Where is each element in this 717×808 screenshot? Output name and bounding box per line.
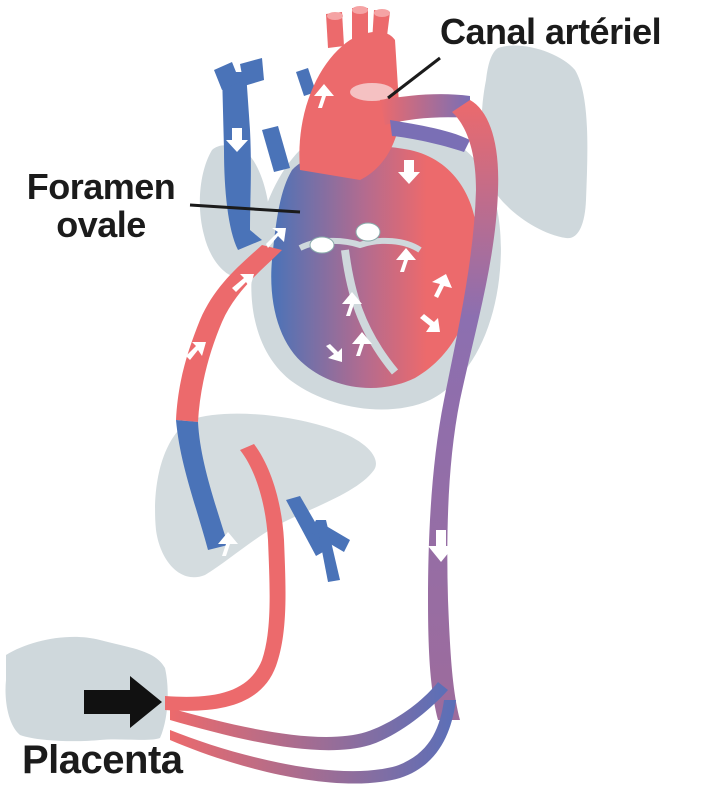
aortic-arch-opening <box>350 83 394 101</box>
right-lung <box>482 45 588 238</box>
svc-branch <box>262 126 290 172</box>
umbilical-artery-1 <box>170 682 448 750</box>
canal-arteriel-label: Canal artériel <box>440 14 661 50</box>
foramen-ovale-label-line2: ovale <box>6 206 196 244</box>
svc-top-right <box>240 58 264 86</box>
vessel-opening-1 <box>327 12 343 20</box>
valve-left <box>310 237 334 253</box>
foramen-ovale-label: Foramen ovale <box>6 168 196 244</box>
foramen-ovale-label-line1: Foramen <box>6 168 196 206</box>
vessel-opening-3 <box>374 9 390 17</box>
vessel-opening-2 <box>352 6 368 14</box>
placenta-label: Placenta <box>22 740 183 780</box>
valve-right <box>356 223 380 241</box>
